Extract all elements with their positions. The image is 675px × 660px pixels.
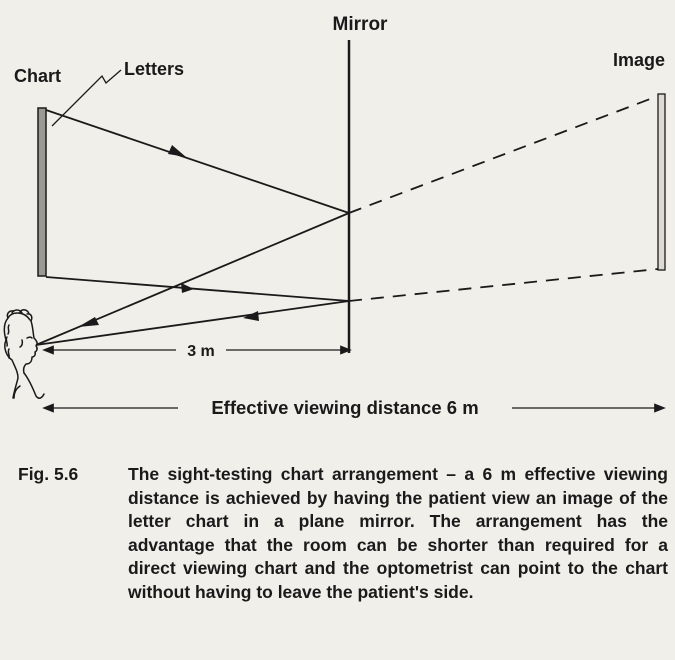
patient-head-icon	[3, 309, 45, 399]
figure-number: Fig. 5.6	[18, 464, 79, 484]
image-board	[657, 93, 666, 271]
figure-caption: Fig. 5.6 The sight-testing chart arrange…	[18, 463, 668, 604]
image-label: Image	[613, 50, 665, 70]
ray-mirror-to-eye-2	[35, 300, 350, 346]
virtual-ray-bottom	[348, 268, 659, 302]
chart-board	[37, 107, 47, 277]
arrow-head	[78, 317, 99, 327]
distance-3m-label: 3 m	[187, 343, 215, 360]
arrow-head	[243, 311, 259, 321]
arrow-head	[181, 283, 194, 293]
ray-chart-bottom-to-mirror	[45, 276, 350, 302]
virtual-ray-top	[348, 95, 659, 214]
sight-testing-diagram: Mirror Chart Letters Image 3 m Effective…	[3, 14, 666, 418]
letters-pointer	[51, 69, 122, 127]
distance-6m-label: Effective viewing distance 6 m	[211, 397, 478, 418]
chart-label: Chart	[14, 66, 61, 86]
arrow-head	[168, 145, 186, 157]
letters-label: Letters	[124, 59, 184, 79]
caption-text: The sight-testing chart arrangement – a …	[128, 464, 668, 602]
ray-chart-top-to-mirror	[45, 109, 350, 214]
mirror-label: Mirror	[333, 14, 389, 35]
